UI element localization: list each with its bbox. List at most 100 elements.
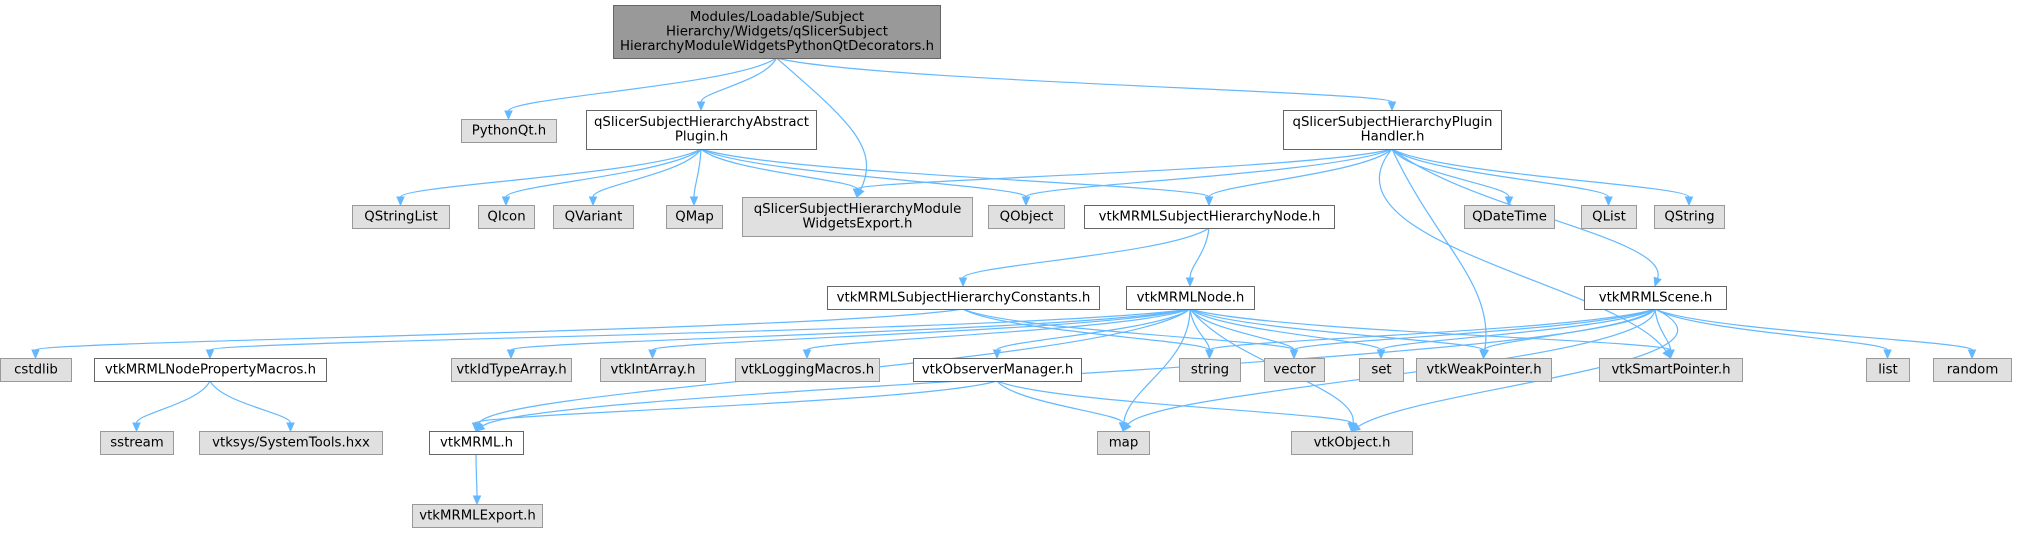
edge-arrowhead: [1504, 196, 1514, 207]
edge-line: [1208, 148, 1393, 198]
node-label-line: vtkMRMLExport.h: [419, 508, 536, 523]
edge-arrowhead: [1479, 349, 1488, 360]
node-box: [742, 197, 973, 237]
node-box: [94, 358, 327, 382]
file-node-intarray[interactable]: vtkIntArray.h: [600, 358, 706, 382]
edge-arrowhead: [1204, 196, 1214, 207]
edge-arrowhead: [501, 196, 511, 207]
edge-arrowhead: [506, 349, 516, 360]
node-box: [352, 205, 450, 229]
dependency-edge: [992, 308, 1191, 360]
node-label-line: Hierarchy/Widgets/qSlicerSubject: [666, 24, 888, 39]
dependency-edge: [1654, 308, 1977, 360]
file-node-vtkmrml[interactable]: vtkMRML.h: [429, 431, 524, 455]
node-layer: Modules/Loadable/SubjectHierarchy/Widget…: [0, 5, 2012, 528]
node-label-line: qSlicerSubjectHierarchyAbstract: [594, 115, 809, 130]
file-node-mrml-export[interactable]: vtkMRMLExport.h: [412, 504, 543, 528]
edge-arrowhead: [1684, 196, 1694, 207]
file-node-vtkobject[interactable]: vtkObject.h: [1291, 431, 1413, 455]
node-box: [613, 5, 941, 59]
node-box: [461, 119, 557, 143]
file-node-systemtools[interactable]: vtksys/SystemTools.hxx: [199, 431, 383, 455]
edge-arrowhead: [396, 196, 405, 207]
file-node-sstream[interactable]: sstream: [100, 431, 174, 455]
node-label-line: vtkMRMLNode.h: [1137, 290, 1245, 305]
file-node-sh-node[interactable]: vtkMRMLSubjectHierarchyNode.h: [1084, 205, 1335, 229]
node-box: [1416, 358, 1552, 382]
edge-line: [475, 453, 478, 497]
node-label-line: vtkWeakPointer.h: [1426, 362, 1541, 377]
node-box: [1097, 431, 1150, 455]
file-node-map[interactable]: map: [1097, 431, 1150, 455]
dependency-edge: [1205, 308, 1656, 360]
file-node-weakpointer[interactable]: vtkWeakPointer.h: [1416, 358, 1552, 382]
file-node-sh-constants[interactable]: vtkMRMLSubjectHierarchyConstants.h: [827, 286, 1100, 310]
node-box: [199, 431, 383, 455]
file-node-set[interactable]: set: [1359, 358, 1404, 382]
file-node-idtypearray[interactable]: vtkIdTypeArray.h: [451, 358, 572, 382]
node-label-line: QStringList: [364, 209, 437, 224]
node-box: [913, 358, 1082, 382]
edge-arrowhead: [588, 196, 598, 207]
file-node-observer-mgr[interactable]: vtkObserverManager.h: [913, 358, 1082, 382]
dependency-edge: [1391, 148, 1662, 288]
file-node-prop-macros[interactable]: vtkMRMLNodePropertyMacros.h: [94, 358, 327, 382]
file-node-qdatetime[interactable]: QDateTime: [1464, 205, 1555, 229]
file-node-qstringlist[interactable]: QStringList: [352, 205, 450, 229]
file-node-list[interactable]: list: [1866, 358, 1910, 382]
edge-line: [962, 227, 1210, 279]
edge-arrowhead: [1289, 349, 1299, 360]
file-node-qmap[interactable]: QMap: [666, 205, 723, 229]
node-label-line: QString: [1664, 209, 1714, 224]
edge-arrowhead: [31, 349, 40, 360]
edge-line: [700, 57, 778, 103]
file-node-module-export[interactable]: qSlicerSubjectHierarchyModuleWidgetsExpo…: [742, 197, 973, 237]
node-box: [600, 358, 706, 382]
file-node-loggingmacros[interactable]: vtkLoggingMacros.h: [735, 358, 880, 382]
file-node-qicon[interactable]: QIcon: [478, 205, 535, 229]
file-node-vector[interactable]: vector: [1264, 358, 1325, 382]
file-node-random[interactable]: random: [1933, 358, 2012, 382]
node-box: [666, 205, 723, 229]
file-node-qstring[interactable]: QString: [1654, 205, 1725, 229]
dependency-edge: [132, 380, 211, 433]
node-label-line: Plugin.h: [675, 130, 728, 145]
edge-arrowhead: [1118, 422, 1128, 433]
node-label-line: QObject: [1000, 209, 1054, 224]
dependency-edge: [205, 308, 1191, 360]
node-label-line: vtkIdTypeArray.h: [456, 362, 566, 377]
dependency-edge: [588, 148, 702, 207]
node-label-line: WidgetsExport.h: [803, 217, 913, 232]
file-node-cstdlib[interactable]: cstdlib: [0, 358, 72, 382]
edge-line: [962, 308, 1211, 351]
file-node-string[interactable]: string: [1179, 358, 1241, 382]
file-node-qlist[interactable]: QList: [1581, 205, 1637, 229]
node-box: [1084, 205, 1335, 229]
edge-line: [1293, 308, 1656, 351]
dependency-edge: [996, 380, 1356, 433]
file-node-smartpointer[interactable]: vtkSmartPointer.h: [1599, 358, 1743, 382]
node-box: [1584, 286, 1727, 310]
edge-line: [507, 57, 777, 112]
file-node-qobject[interactable]: QObject: [988, 205, 1065, 229]
edge-arrowhead: [992, 349, 1002, 360]
edge-arrowhead: [1387, 101, 1397, 112]
file-node-mrml-node[interactable]: vtkMRMLNode.h: [1126, 286, 1255, 310]
node-label-line: set: [1371, 362, 1391, 377]
file-node-mrml-scene[interactable]: vtkMRMLScene.h: [1584, 286, 1727, 310]
dependency-edge: [996, 380, 1128, 433]
edge-line: [510, 308, 1191, 351]
edge-line: [135, 380, 211, 424]
node-box: [1359, 358, 1404, 382]
file-node-pythonqt[interactable]: PythonQt.h: [461, 119, 557, 143]
node-box: [988, 205, 1065, 229]
node-label-line: list: [1878, 362, 1898, 377]
node-box: [1599, 358, 1743, 382]
file-node-qvariant[interactable]: QVariant: [553, 205, 634, 229]
node-label-line: qSlicerSubjectHierarchyPlugin: [1293, 115, 1493, 130]
edge-line: [996, 380, 1353, 424]
node-label-line: QList: [1592, 209, 1626, 224]
edge-line: [1391, 148, 1610, 198]
